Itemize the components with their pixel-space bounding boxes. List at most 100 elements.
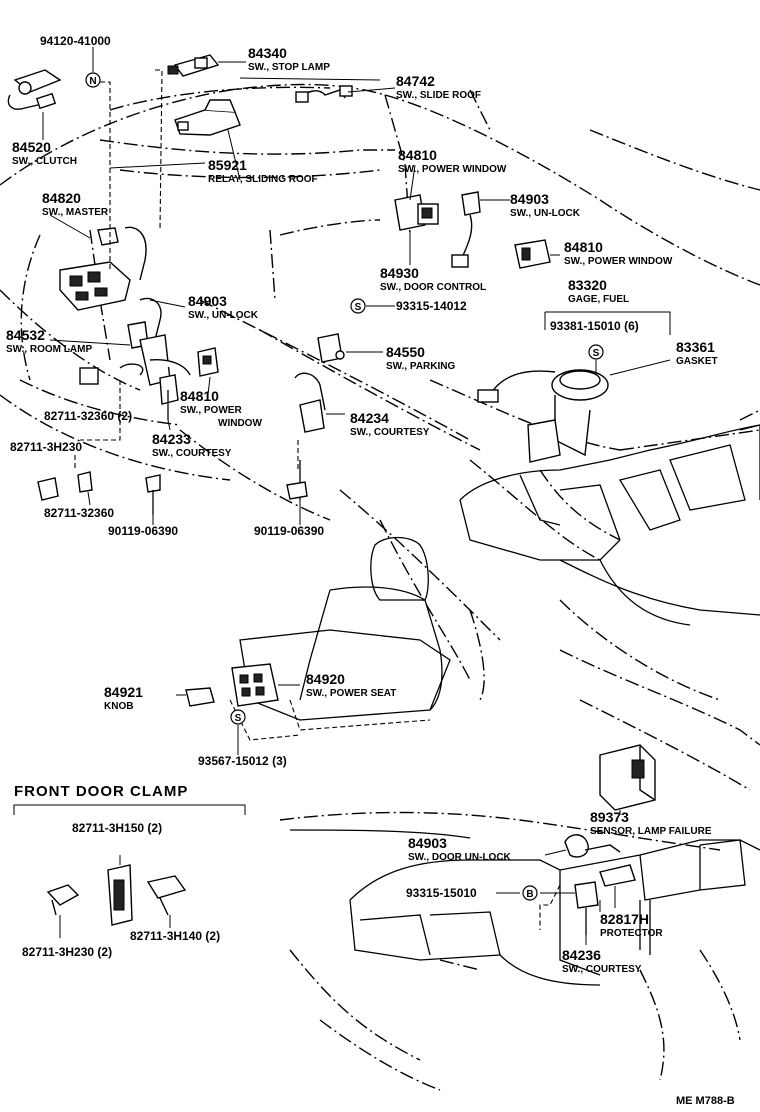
power-window-switch-part-right [514, 239, 551, 269]
part-number-84550: 84550 [386, 344, 425, 360]
part-desc-84550: SW., PARKING [386, 361, 455, 372]
seat-outline [179, 429, 501, 741]
part-number-84233: 84233 [152, 431, 191, 447]
symbol-s-letter: S [593, 348, 600, 359]
part-desc-83361: GASKET [676, 356, 718, 367]
part-number-84921: 84921 [104, 684, 143, 700]
lamp-failure-sensor-part [599, 744, 656, 811]
part-number-85921: 85921 [208, 157, 247, 173]
part-number-84810-a: 84810 [398, 147, 437, 163]
part-desc-84520: SW., CLUTCH [12, 156, 77, 167]
stop-lamp-switch-part [167, 54, 220, 77]
leader-lines [42, 47, 671, 945]
clip-parts-left [37, 471, 161, 515]
symbol-s-2: S [588, 344, 604, 360]
part-desc-84236: SW., COURTESY [562, 964, 642, 975]
part-desc-84234: SW., COURTESY [350, 427, 430, 438]
rear-bumper-upper [459, 424, 760, 701]
part-number-84903-a: 84903 [510, 191, 549, 207]
part-desc-84820: SW., MASTER [42, 207, 109, 218]
part-desc-84810-c: SW., POWER [180, 405, 242, 416]
part-number-94120: 94120-41000 [40, 34, 111, 48]
clutch-switch-part [7, 69, 62, 110]
part-desc-84921: KNOB [104, 701, 133, 712]
part-desc-84903-a: SW., UN-LOCK [510, 208, 581, 219]
front-door-clamp-section: FRONT DOOR CLAMP 82711-3H150 (2) 82711-3… [13, 783, 246, 959]
part-number-84742: 84742 [396, 73, 435, 89]
part-desc-84930: SW., DOOR CONTROL [380, 282, 486, 293]
part-number-93567: 93567-15012 (3) [198, 754, 287, 768]
part-desc-84903-b: SW., UN-LOCK [188, 310, 259, 321]
courtesy-switch-part-lower [574, 881, 599, 935]
part-desc-84233: SW., COURTESY [152, 448, 232, 459]
symbol-s-1: S [350, 298, 366, 314]
part-desc-82817h: PROTECTOR [600, 928, 663, 939]
symbol-s-3: S [230, 709, 246, 725]
part-desc-84532: SW., ROOM LAMP [6, 344, 92, 355]
part-number-83361: 83361 [676, 339, 715, 355]
protector-part [599, 864, 636, 912]
clamp-part-3h150: 82711-3H150 (2) [72, 821, 162, 835]
part-number-84920: 84920 [306, 671, 345, 687]
part-number-84930: 84930 [380, 265, 419, 281]
part-number-84532: 84532 [6, 327, 45, 343]
symbol-n-letter: N [89, 76, 96, 87]
part-number-84236: 84236 [562, 947, 601, 963]
part-desc-84903-c: SW., DOOR UN-LOCK [408, 852, 512, 863]
part-number-93315-a: 93315-14012 [396, 299, 467, 313]
front-door-clamp-parts [46, 864, 187, 926]
power-window-switch-part-left [197, 347, 219, 377]
part-number-90119-b: 90119-06390 [254, 524, 324, 538]
seat-knob-part [185, 687, 215, 707]
lower-car-outline [279, 649, 760, 1091]
part-number-90119-a: 90119-06390 [108, 524, 178, 538]
part-number-84903-c: 84903 [408, 835, 447, 851]
part-number-89373: 89373 [590, 809, 629, 825]
power-seat-switch-part [231, 663, 279, 707]
sliding-roof-relay-part [174, 99, 241, 136]
part-number-83320: 83320 [568, 277, 607, 293]
part-number-84520: 84520 [12, 139, 51, 155]
part-number-84820: 84820 [42, 190, 81, 206]
part-desc-84810-c-line2: WINDOW [218, 418, 262, 429]
part-number-84903-b: 84903 [188, 293, 227, 309]
vehicle-body-outline [0, 83, 760, 561]
part-number-93315-b: 93315-15010 [406, 886, 477, 900]
part-desc-84340: SW., STOP LAMP [248, 62, 330, 73]
part-number-82711-a: 82711-32360 (2) [44, 409, 132, 423]
part-number-84810-b: 84810 [564, 239, 603, 255]
part-number-84234: 84234 [350, 410, 389, 426]
part-desc-84810-b: SW., POWER WINDOW [564, 256, 673, 267]
courtesy-switch-part-left [159, 374, 179, 420]
part-number-84340: 84340 [248, 45, 287, 61]
part-number-82711-c: 82711-32360 [44, 506, 114, 520]
courtesy-switch-part-center [286, 372, 326, 500]
symbol-b: B [522, 885, 538, 901]
part-number-82817h: 82817H [600, 911, 649, 927]
unlock-switch-part-left [127, 297, 162, 349]
master-switch-part [59, 226, 147, 311]
fuel-gauge-sender-part [477, 369, 609, 463]
part-desc-84742: SW., SLIDE ROOF [396, 90, 481, 101]
part-number-82711-b: 82711-3H230 [10, 440, 82, 454]
part-desc-84920: SW., POWER SEAT [306, 688, 396, 699]
part-number-84810-c: 84810 [180, 388, 219, 404]
door-unlock-switch-part-lower [564, 834, 621, 858]
part-number-93381: 93381-15010 (6) [550, 319, 639, 333]
clamp-part-3h140: 82711-3H140 (2) [130, 929, 220, 943]
symbol-n: N [85, 72, 101, 88]
callout-labels: 94120-41000 84340 SW., STOP LAMP 84742 S… [6, 34, 718, 975]
clamp-part-3h230: 82711-3H230 (2) [22, 945, 112, 959]
door-control-switch-part [394, 194, 439, 231]
part-desc-85921: RELAY, SLIDING ROOF [208, 174, 318, 185]
unlock-switch-part-right [451, 191, 481, 268]
front-door-clamp-title: FRONT DOOR CLAMP [14, 783, 188, 800]
symbol-s-letter: S [355, 302, 362, 313]
symbol-b-letter: B [526, 889, 533, 900]
drawing-reference-code: ME M788-B [676, 1095, 735, 1107]
parking-switch-part [317, 333, 345, 363]
room-lamp-switch-part [79, 334, 191, 386]
symbol-s-letter: S [235, 713, 242, 724]
part-desc-89373: SENSOR, LAMP FAILURE [590, 826, 712, 837]
